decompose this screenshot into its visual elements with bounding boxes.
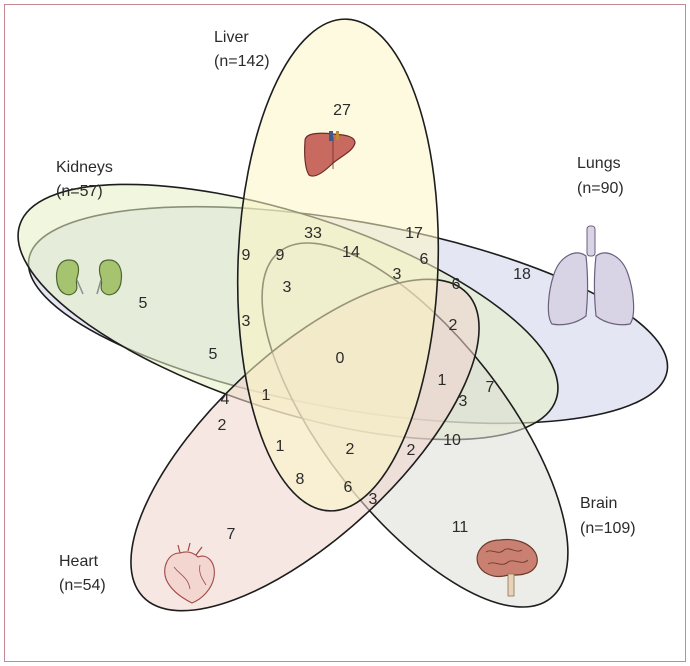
count-region: 2 [218, 417, 227, 434]
figure-frame [4, 4, 686, 662]
count-region: 6 [452, 276, 461, 293]
count-brain-only: 11 [452, 519, 469, 536]
label-lungs: Lungs [577, 155, 621, 172]
label-kidneys: Kidneys [56, 159, 113, 176]
count-region: 1 [262, 387, 271, 404]
count-region: 6 [420, 251, 429, 268]
count-kidneys-only: 5 [139, 295, 148, 312]
count-region: 33 [304, 225, 322, 242]
count-region: 6 [344, 479, 353, 496]
liver-icon [304, 131, 356, 177]
count-liver-only: 27 [333, 102, 351, 119]
count-region: 14 [342, 244, 360, 261]
label-heart-n: (n=54) [59, 577, 106, 594]
count-lungs-only: 18 [513, 266, 531, 283]
count-region: 3 [283, 279, 292, 296]
heart-icon [164, 542, 215, 604]
count-region: 10 [443, 432, 461, 449]
count-region: 2 [407, 442, 416, 459]
label-heart: Heart [59, 553, 99, 570]
label-brain-n: (n=109) [580, 520, 636, 537]
count-region: 8 [296, 471, 305, 488]
count-region: 17 [405, 225, 423, 242]
label-brain: Brain [580, 495, 617, 512]
count-region: 2 [449, 317, 458, 334]
count-region: 1 [438, 372, 447, 389]
count-region: 3 [393, 266, 402, 283]
count-heart-only: 7 [227, 526, 236, 543]
count-region: 3 [369, 491, 378, 508]
count-region: 7 [486, 379, 495, 396]
count-region: 5 [209, 346, 218, 363]
count-region: 4 [221, 391, 230, 408]
count-region: 2 [346, 441, 355, 458]
lungs-icon [547, 225, 635, 326]
count-region: 3 [242, 313, 251, 330]
count-region: 9 [242, 247, 251, 264]
label-liver: Liver [214, 29, 249, 46]
kidneys-icon [55, 259, 123, 296]
label-lungs-n: (n=90) [577, 180, 624, 197]
count-region: 1 [276, 438, 285, 455]
count-all-five: 0 [336, 350, 345, 367]
label-kidneys-n: (n=57) [56, 183, 103, 200]
count-region: 9 [276, 247, 285, 264]
label-liver-n: (n=142) [214, 53, 270, 70]
brain-icon [476, 538, 538, 597]
ellipse-liver [236, 18, 440, 512]
count-region: 3 [459, 393, 468, 410]
